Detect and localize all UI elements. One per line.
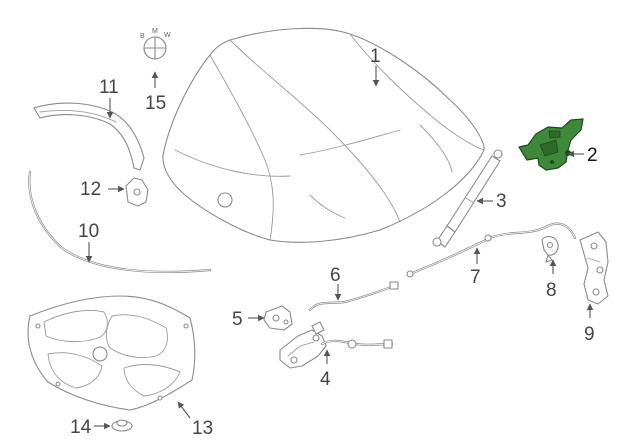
callout-9: 9 [584, 303, 595, 345]
emblem-letter-w: W [164, 32, 171, 39]
gas-strut[interactable] [432, 149, 503, 248]
hood-latch[interactable] [279, 321, 394, 369]
callout-6-label: 6 [330, 265, 341, 286]
release-cable-front[interactable] [308, 281, 399, 312]
callout-1: 1 [370, 46, 381, 87]
emblem-letter-b: B [140, 33, 145, 40]
callout-4-label: 4 [320, 369, 331, 390]
emblem-letter-m: M [152, 28, 158, 35]
bmw-emblem[interactable]: B M W [140, 28, 171, 60]
callout-8: 8 [546, 259, 557, 301]
callout-10-label: 10 [78, 221, 99, 242]
callout-1-label: 1 [370, 46, 381, 67]
callout-14: 14 [70, 417, 111, 438]
callout-14-label: 14 [70, 417, 92, 438]
hood-hinge-highlighted[interactable] [518, 118, 584, 171]
hood-insulation-panel[interactable] [27, 295, 196, 411]
seal-bracket[interactable] [125, 177, 149, 207]
callout-15: 15 [145, 71, 166, 114]
callout-7: 7 [470, 247, 481, 288]
callout-4: 4 [320, 349, 331, 390]
panel-clip[interactable] [111, 419, 133, 432]
callout-2: 2 [567, 145, 598, 166]
callout-10: 10 [78, 221, 99, 263]
hood[interactable] [162, 27, 485, 243]
callout-2-label: 2 [587, 145, 598, 166]
release-cable-rear[interactable] [406, 222, 577, 278]
callout-8-label: 8 [546, 280, 557, 301]
latch-bracket[interactable] [263, 305, 293, 331]
callout-13: 13 [177, 401, 213, 439]
callout-3: 3 [476, 191, 507, 212]
callout-9-label: 9 [584, 324, 595, 345]
callout-12-label: 12 [80, 179, 101, 200]
callout-5-label: 5 [232, 309, 243, 330]
callout-5: 5 [232, 309, 265, 330]
callout-12: 12 [80, 179, 125, 200]
callout-15-label: 15 [145, 93, 166, 114]
callout-7-label: 7 [470, 267, 481, 288]
side-seal-strip[interactable] [33, 102, 145, 171]
callout-13-label: 13 [192, 418, 213, 439]
callout-6: 6 [330, 265, 342, 301]
callout-11: 11 [99, 77, 119, 119]
hood-seal[interactable] [28, 170, 212, 274]
cable-clip[interactable] [541, 235, 559, 263]
callout-3-label: 3 [496, 191, 507, 212]
safety-catch[interactable] [579, 231, 609, 305]
callout-11-label: 11 [99, 77, 119, 98]
